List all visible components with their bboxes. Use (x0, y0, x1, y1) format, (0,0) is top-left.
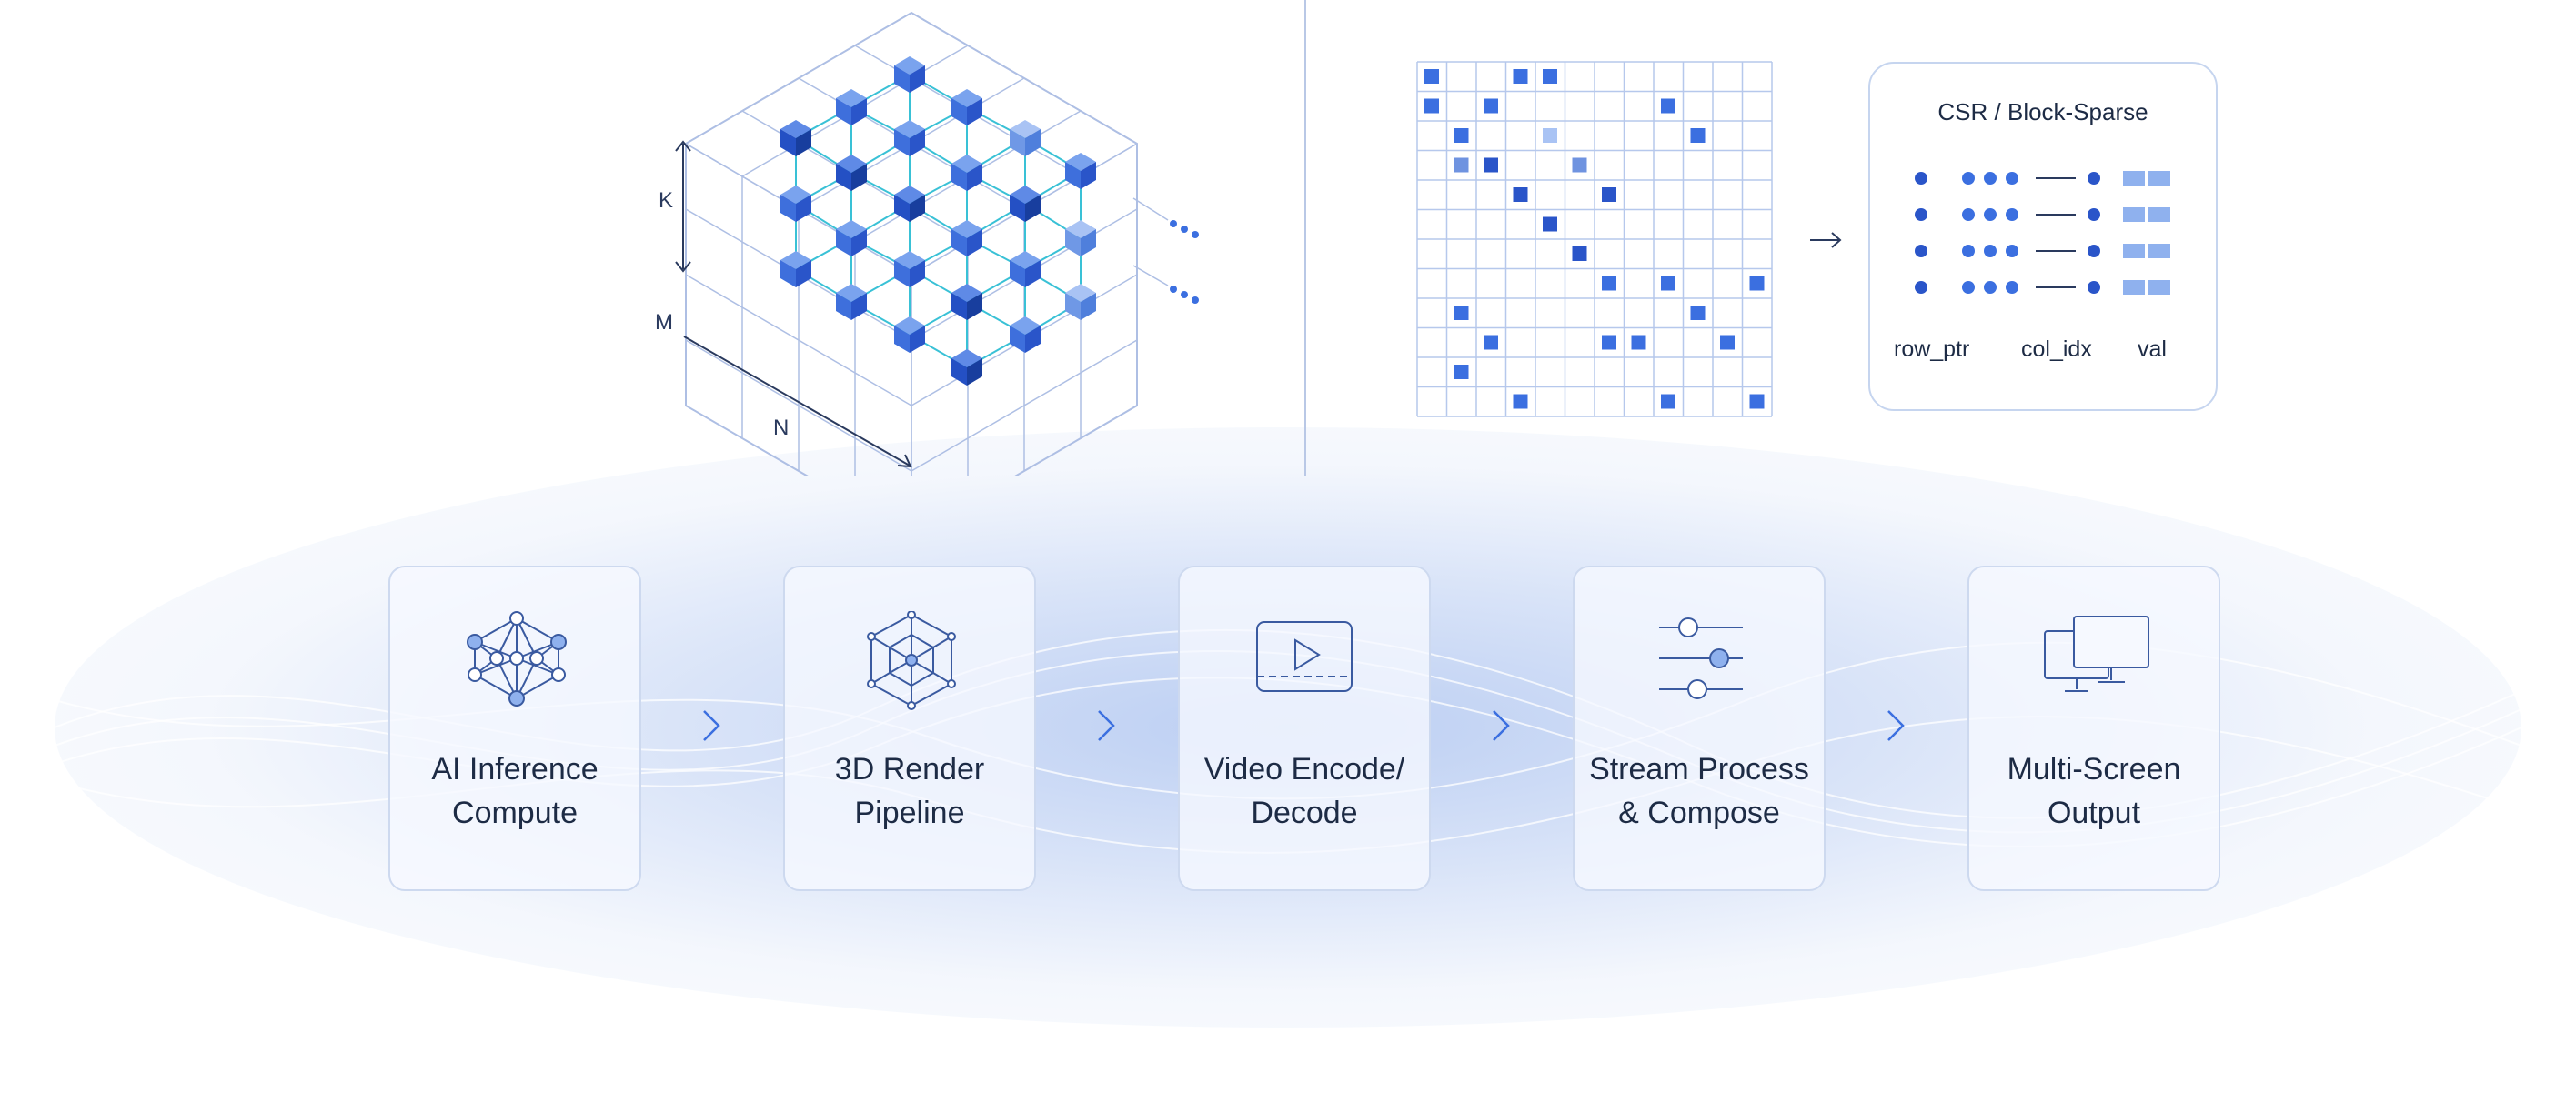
sparse-nonzero-cell (1602, 276, 1616, 291)
neural-network-icon (467, 611, 567, 707)
stage-card-stream[interactable]: Stream Process & Compose (1573, 566, 1826, 891)
sparse-nonzero-cell (1572, 157, 1587, 173)
sparse-nonzero-cell (1749, 394, 1765, 409)
sparse-nonzero-cell (1661, 394, 1675, 409)
sparse-nonzero-cell (1543, 69, 1557, 84)
section-divider (1304, 0, 1306, 476)
stage-label: Video Encode/ Decode (1203, 752, 1405, 830)
col-idx-label: col_idx (2021, 336, 2092, 362)
stage-card-ai-inference[interactable]: AI Inference Compute (388, 566, 641, 891)
sparse-nonzero-cell (1661, 276, 1675, 291)
sparse-nonzero-cell (1454, 306, 1469, 320)
val-label: val (2138, 336, 2167, 362)
csr-panel: CSR / Block-Sparse row_ptr col_idx val (1868, 62, 2218, 411)
sparse-nonzero-cell (1513, 69, 1528, 84)
sparse-nonzero-cell (1602, 187, 1616, 202)
sparse-nonzero-cell (1690, 128, 1706, 143)
sparse-nonzero-cell (1720, 335, 1735, 350)
sparse-nonzero-cell (1543, 128, 1557, 143)
csr-arrays-graphic (1915, 171, 2170, 295)
sparse-nonzero-cell (1661, 98, 1675, 114)
multi-monitor-icon (2044, 616, 2149, 692)
stage-card-video[interactable]: Video Encode/ Decode (1178, 566, 1431, 891)
axis-n-label: N (773, 416, 789, 440)
stage-card-multiscreen[interactable]: Multi-Screen Output (1967, 566, 2220, 891)
stage-label: Multi-Screen Output (2007, 752, 2181, 830)
sparse-nonzero-cell (1424, 98, 1439, 114)
sparse-nonzero-cell (1690, 306, 1706, 320)
video-player-icon (1256, 621, 1353, 692)
stage-label: 3D Render Pipeline (834, 752, 985, 830)
sparse-nonzero-cell (1454, 128, 1469, 143)
cube-wireframe-icon (867, 611, 956, 710)
stage-label: Stream Process & Compose (1589, 752, 1809, 830)
sliders-icon (1659, 617, 1743, 699)
sparse-nonzero-cell (1484, 157, 1498, 173)
sparse-nonzero-cell (1484, 98, 1498, 114)
csr-title: CSR / Block-Sparse (1937, 98, 2148, 125)
axis-k-label: K (659, 188, 673, 213)
sparse-nonzero-cell (1513, 394, 1528, 409)
chevron-right-icon (700, 707, 722, 748)
sparse-matrix (1416, 61, 1773, 417)
chevron-right-icon (1490, 707, 1512, 748)
sparse-nonzero-cell (1424, 69, 1439, 84)
sparse-nonzero-cell (1602, 335, 1616, 350)
sparse-nonzero-cell (1543, 216, 1557, 232)
sparse-nonzero-cell (1513, 187, 1528, 202)
axis-m-label: M (655, 310, 673, 335)
sparse-nonzero-cell (1454, 157, 1469, 173)
sparse-nonzero-cell (1454, 365, 1469, 379)
sparse-nonzero-cell (1749, 276, 1765, 291)
row-ptr-label: row_ptr (1894, 336, 1970, 362)
axis-k-arrow (675, 140, 691, 273)
stage-card-3d-render[interactable]: 3D Render Pipeline (783, 566, 1036, 891)
chevron-right-icon (1885, 707, 1907, 748)
sparse-nonzero-cell (1631, 335, 1646, 350)
axis-n-arrow (683, 336, 912, 468)
tensor-lattice-diagram: K M N (655, 11, 1199, 476)
ellipsis-dots (1170, 220, 1199, 304)
lattice-cubes (780, 56, 1096, 386)
sparse-nonzero-cell (1484, 335, 1498, 350)
stage-label: AI Inference Compute (431, 752, 599, 830)
chevron-right-icon (1095, 707, 1117, 748)
arrow-right-icon (1810, 232, 1842, 248)
sparse-nonzero-cell (1572, 246, 1587, 261)
